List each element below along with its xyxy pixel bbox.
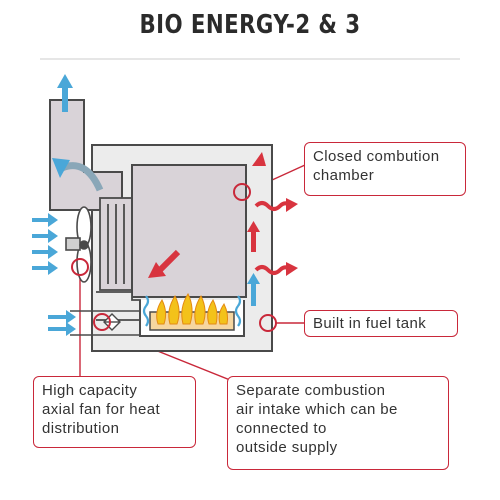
air-duct	[96, 291, 141, 321]
callout-line: outside supply	[236, 439, 338, 456]
intake-pipes	[70, 310, 140, 336]
callout-line: Closed combution	[313, 148, 440, 165]
flue-pipe	[49, 99, 123, 211]
side-heat-arrow-up	[247, 221, 260, 252]
heat-exchanger-fins	[99, 197, 133, 291]
air-flow-squiggles	[142, 295, 242, 327]
flue-curve-arrowhead	[52, 158, 70, 178]
combustion-air-arrow-1	[48, 310, 76, 324]
callout-air-intake: Separate combustion air intake which can…	[227, 376, 449, 470]
callout-line: Built in fuel tank	[313, 315, 427, 332]
callout-combustion-chamber: Closed combution chamber	[304, 142, 466, 196]
callout-fan: High capacity axial fan for heat distrib…	[33, 376, 196, 448]
top-heat-arrow	[252, 152, 266, 166]
flames	[156, 292, 229, 325]
combustion-air-arrow-2	[48, 322, 76, 336]
marker-air-intake	[93, 313, 111, 331]
callout-line: connected to	[236, 420, 327, 437]
callout-line: air intake which can be	[236, 401, 398, 418]
heat-out-arrow-1	[254, 198, 298, 212]
marker-circles	[71, 183, 277, 332]
callout-fuel-tank: Built in fuel tank	[304, 310, 458, 337]
diagram-title: BIO ENERGY-2 & 3	[139, 10, 361, 40]
burner-tray	[139, 300, 245, 337]
marker-fan	[71, 258, 89, 276]
callout-line: Separate combustion	[236, 382, 386, 399]
marker-combustion-chamber	[233, 183, 251, 201]
callout-line: High capacity	[42, 382, 138, 399]
red-arrows	[148, 152, 298, 278]
axial-fan	[65, 206, 92, 283]
marker-fuel-tank	[259, 314, 277, 332]
intake-arrow-1	[32, 213, 58, 227]
intake-arrow-2	[32, 229, 58, 243]
side-air-arrow-up	[247, 273, 260, 306]
callout-line: chamber	[313, 167, 375, 184]
intake-arrow-4	[32, 261, 58, 275]
callout-line: distribution	[42, 420, 120, 437]
heat-out-arrow-2	[254, 262, 298, 276]
callout-line: axial fan for heat	[42, 401, 161, 418]
exhaust-arrow-up	[57, 74, 73, 112]
blue-arrows	[32, 74, 260, 336]
intake-arrow-3	[32, 245, 58, 259]
title-divider	[40, 58, 460, 60]
